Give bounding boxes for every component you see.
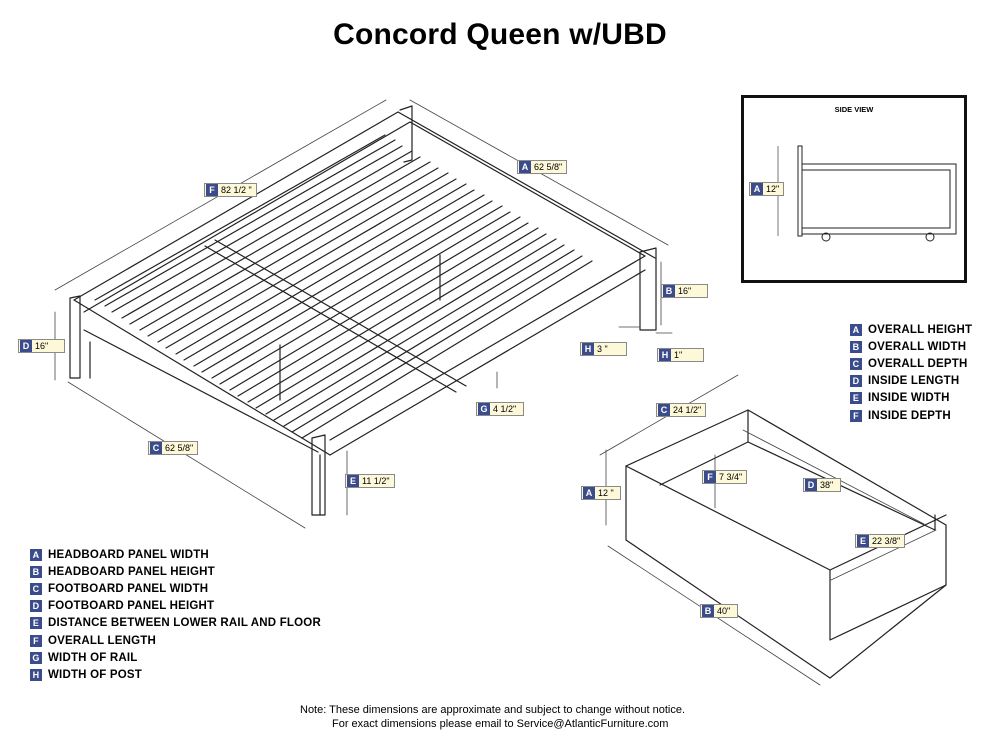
side-view-panel: SIDE VIEW A 12" xyxy=(741,95,967,283)
note-line-2: For exact dimensions please email to Ser… xyxy=(332,718,669,730)
page-title: Concord Queen w/UBD xyxy=(333,18,667,51)
side-view-dim-a: A 12" xyxy=(749,182,785,196)
side-view-drawing xyxy=(777,145,957,242)
bed-frame-drawing xyxy=(69,105,657,516)
disclaimer-note: Note: These dimensions are approximate a… xyxy=(300,703,685,731)
side-view-title: SIDE VIEW xyxy=(834,105,874,114)
note-line-1: Note: These dimensions are approximate a… xyxy=(300,704,686,716)
